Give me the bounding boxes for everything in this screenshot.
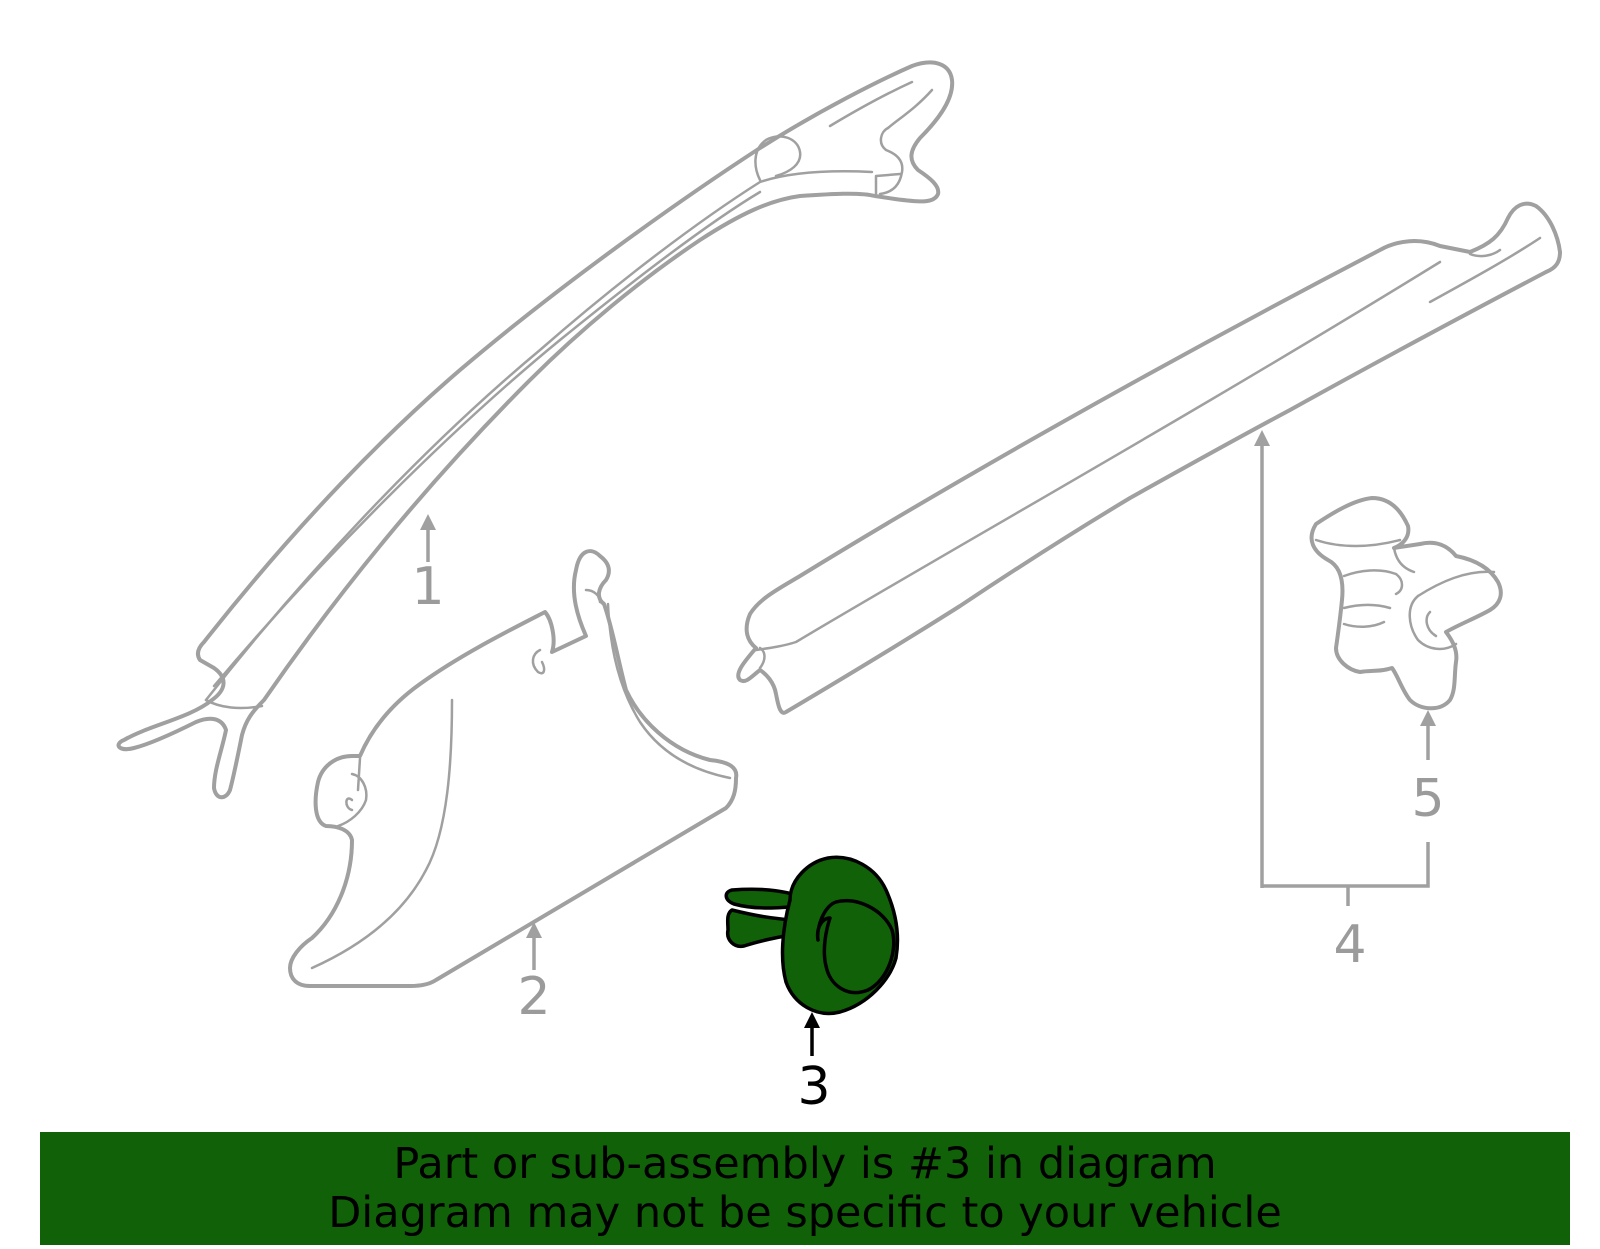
part-3-push-clip [724, 855, 900, 1016]
clip-cap [815, 898, 896, 995]
callout-1: 1 [411, 557, 444, 617]
banner-line-1: Part or sub-assembly is #3 in diagram [393, 1138, 1217, 1189]
part-4-sill-trim [736, 201, 1562, 715]
part-1-pillar-trim [116, 60, 955, 800]
part-2-lower-trim-panel [288, 549, 739, 988]
callout-3-leader [804, 1012, 820, 1056]
callout-4: 4 [1333, 915, 1366, 975]
clip-prong-lower [725, 908, 802, 949]
callout-2-leader [526, 922, 542, 970]
callout-4-leader [1254, 430, 1430, 906]
clip-prong-upper [724, 887, 802, 910]
callout-3: 3 [797, 1057, 830, 1117]
part-5-bracket [1309, 496, 1503, 711]
callout-2: 2 [517, 967, 550, 1027]
callout-5-leader [1420, 710, 1436, 760]
callout-1-leader [420, 514, 436, 562]
callout-5: 5 [1411, 769, 1444, 829]
banner-line-2: Diagram may not be specific to your vehi… [328, 1187, 1282, 1238]
part-info-banner: Part or sub-assembly is #3 in diagram Di… [40, 1132, 1570, 1245]
